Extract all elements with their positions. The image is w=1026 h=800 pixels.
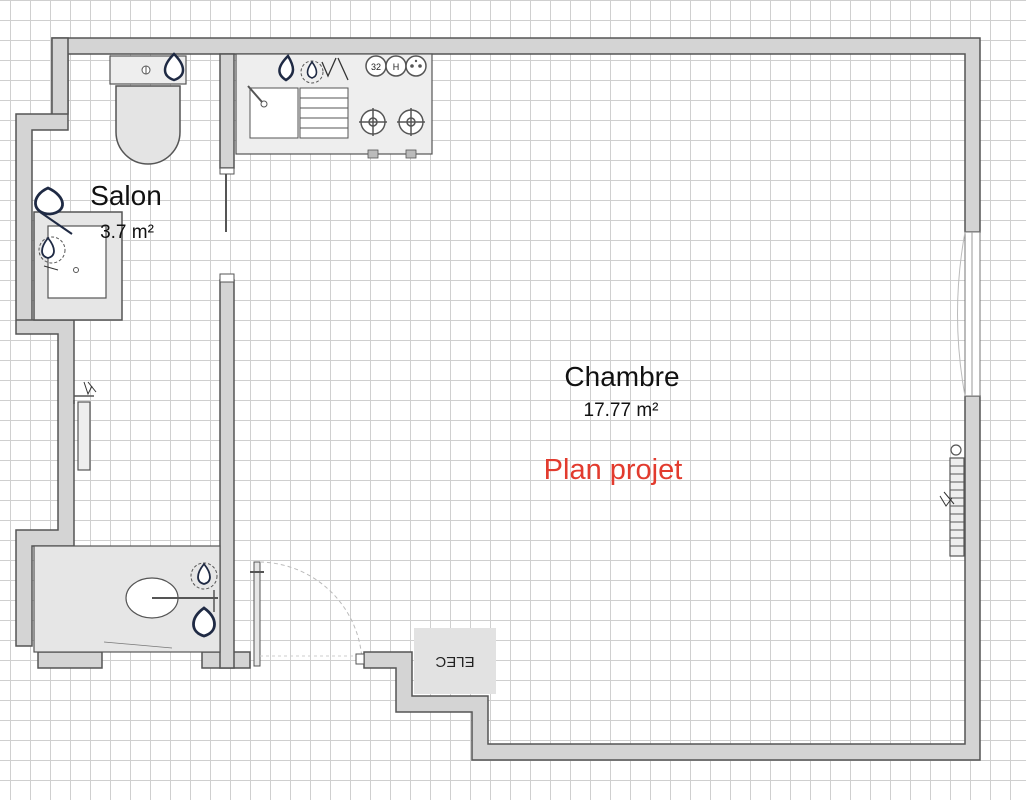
hob-badge-label: 32	[371, 62, 381, 72]
socket-icon	[405, 55, 427, 77]
partition-wall-lower	[219, 279, 235, 669]
room-area-chambre: 17.77 m²	[583, 400, 659, 421]
stove-burner-icon	[359, 108, 387, 136]
room-name-chambre: Chambre	[564, 361, 680, 392]
water-drop-icon	[163, 52, 185, 82]
faucet-icon	[247, 85, 263, 103]
door-swing-arc	[259, 561, 363, 661]
electrical-panel-label: ELEC	[435, 653, 474, 670]
water-drop-icon	[41, 236, 55, 259]
electrical-panel	[414, 628, 496, 694]
water-drop-icon	[278, 53, 295, 82]
stove-burner-icon	[397, 108, 425, 136]
radiator	[949, 457, 965, 557]
thermostat-icon	[83, 381, 97, 396]
room-area-salon: 3.7 m²	[100, 222, 154, 243]
radiator	[77, 401, 91, 471]
dish-drainer	[299, 87, 349, 139]
plan-title: Plan projet	[543, 454, 683, 486]
left-exterior-wall	[15, 37, 75, 647]
toilet-bowl	[115, 85, 181, 165]
water-drop-icon	[306, 60, 318, 79]
water-drop-icon	[197, 562, 211, 585]
hob-badge-label: H	[393, 62, 400, 72]
window-swing	[957, 231, 966, 397]
partition-end-cap	[219, 167, 235, 175]
water-outlet-icon	[38, 236, 66, 264]
partition-wall-upper	[219, 53, 235, 169]
door-leaf	[253, 561, 261, 667]
partition-end-cap	[219, 273, 235, 283]
wall-stub-left	[37, 651, 103, 669]
room-name-salon: Salon	[90, 180, 162, 211]
vent-icon	[321, 57, 349, 81]
water-drop-icon	[34, 186, 64, 216]
thermostat-icon	[939, 491, 955, 507]
water-drop-icon	[192, 606, 216, 638]
radiator-valve-icon	[950, 444, 962, 456]
